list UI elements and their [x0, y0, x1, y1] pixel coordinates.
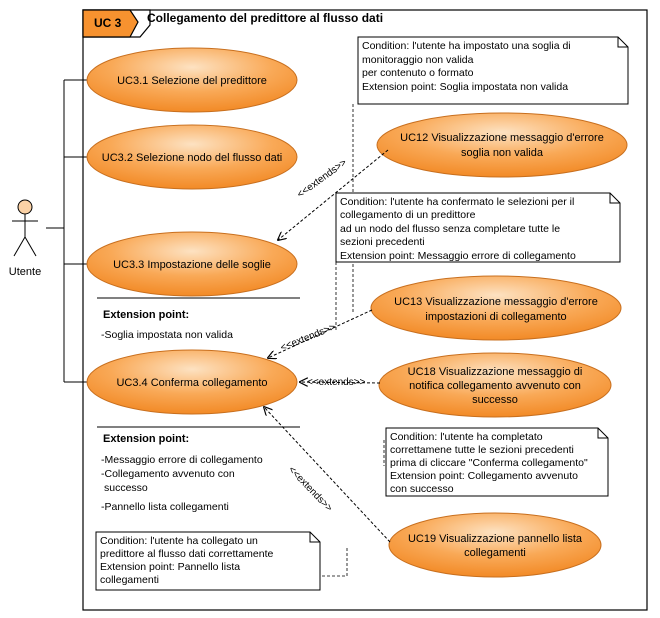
note-uc12-condition: Condition: l'utente ha impostato una sog… — [357, 36, 629, 105]
uc18-label: successo — [472, 394, 518, 406]
uc19-label: collegamenti — [464, 547, 526, 559]
note-connectors — [320, 104, 385, 577]
svg-text:Extension point: Soglia impost: Extension point: Soglia impostata non va… — [362, 81, 568, 93]
uc33-ext-item: -Soglia impostata non valida — [101, 329, 233, 341]
use-case-uc33[interactable]: UC3.3 Impostazione delle soglie — [86, 231, 298, 297]
note-uc19-condition: Condition: l'utente ha collegato un pred… — [95, 531, 321, 591]
uc12-label: UC12 Visualizzazione messaggio d'errore — [400, 132, 604, 144]
uc13-label: impostazioni di collegamento — [425, 311, 566, 323]
uc32-label: UC3.2 Selezione nodo del flusso dati — [102, 152, 282, 164]
use-case-uc31[interactable]: UC3.1 Selezione del predittore — [86, 47, 298, 113]
uc34-label: UC3.4 Conferma collegamento — [116, 377, 267, 389]
frame-title: Collegamento del predittore al flusso da… — [147, 11, 383, 25]
svg-text:correttamene tutte le sezioni: correttamene tutte le sezioni precedenti — [390, 444, 574, 456]
svg-text:Condition: l'utente ha complet: Condition: l'utente ha completato — [390, 431, 543, 443]
uc31-label: UC3.1 Selezione del predittore — [117, 75, 267, 87]
svg-text:Extension point: Pannello list: Extension point: Pannello lista — [100, 561, 240, 573]
use-case-uc32[interactable]: UC3.2 Selezione nodo del flusso dati — [86, 124, 298, 190]
svg-text:per contenuto o formato: per contenuto o formato — [362, 67, 474, 79]
frame-tab-header — [82, 9, 139, 38]
svg-text:predittore al flusso dati corr: predittore al flusso dati correttamente — [100, 548, 273, 560]
uc34-ext-heading: Extension point: — [103, 433, 189, 445]
uc13-label: UC13 Visualizzazione messaggio d'errore — [394, 296, 598, 308]
uc34-ext-item: successo — [104, 482, 148, 494]
extend-uc12-uc33 — [278, 149, 389, 240]
svg-text:collegamenti: collegamenti — [100, 574, 159, 586]
uc12-label: soglia non valida — [461, 147, 544, 159]
use-case-uc12[interactable]: UC12 Visualizzazione messaggio d'errore … — [376, 112, 628, 178]
use-case-uc19[interactable]: UC19 Visualizzazione pannello lista coll… — [388, 512, 602, 578]
svg-text:prima di cliccare "Conferma co: prima di cliccare "Conferma collegamento… — [390, 457, 588, 469]
actor-head — [17, 199, 33, 215]
extend-uc18-uc34 — [300, 382, 381, 383]
svg-text:con successo: con successo — [390, 483, 454, 495]
svg-text:monitoraggio non valida: monitoraggio non valida — [362, 54, 474, 66]
note-uc18-condition: Condition: l'utente ha completato corret… — [385, 427, 609, 497]
extend-relations — [264, 149, 391, 543]
uc34-ext-item: -Collegamento avvenuto con — [101, 468, 235, 480]
actor-utente[interactable]: Utente — [9, 199, 41, 278]
svg-text:Extension point: Messaggio err: Extension point: Messaggio errore di col… — [340, 250, 576, 262]
use-case-uc13[interactable]: UC13 Visualizzazione messaggio d'errore … — [370, 275, 622, 341]
note-uc13-condition: Condition: l'utente ha confermato le sel… — [335, 192, 621, 263]
uc18-label: notifica collegamento avvenuto con — [409, 380, 581, 392]
uc19-label: UC19 Visualizzazione pannello lista — [408, 533, 583, 545]
extends-label: <<extends>> — [307, 377, 366, 388]
actor-label: Utente — [9, 266, 41, 278]
svg-text:ad un nodo del flusso senza co: ad un nodo del flusso senza completare t… — [340, 223, 560, 235]
uc18-label: UC18 Visualizzazione messaggio di — [408, 366, 583, 378]
svg-text:Condition: l'utente ha collega: Condition: l'utente ha collegato un — [100, 535, 258, 547]
uc34-ext-item: -Pannello lista collegamenti — [101, 501, 229, 513]
frame-tab-label: UC 3 — [94, 16, 122, 30]
uc33-label: UC3.3 Impostazione delle soglie — [113, 259, 271, 271]
use-case-uc18[interactable]: UC18 Visualizzazione messaggio di notifi… — [378, 352, 612, 418]
svg-text:collegamento di un predittore: collegamento di un predittore — [340, 209, 476, 221]
svg-text:Condition: l'utente ha imposta: Condition: l'utente ha impostato una sog… — [362, 40, 571, 52]
svg-text:Condition: l'utente ha conferm: Condition: l'utente ha confermato le sel… — [340, 196, 574, 208]
uc34-ext-item: -Messaggio errore di collegamento — [101, 454, 263, 466]
svg-text:sezioni precedenti: sezioni precedenti — [340, 236, 425, 248]
uc33-ext-heading: Extension point: — [103, 309, 189, 321]
use-case-uc34[interactable]: UC3.4 Conferma collegamento — [86, 349, 298, 415]
svg-text:Extension point: Collegamento: Extension point: Collegamento avvenuto — [390, 470, 578, 482]
extend-uc19-uc34 — [264, 407, 391, 543]
extend-uc13-uc34 — [268, 309, 373, 358]
